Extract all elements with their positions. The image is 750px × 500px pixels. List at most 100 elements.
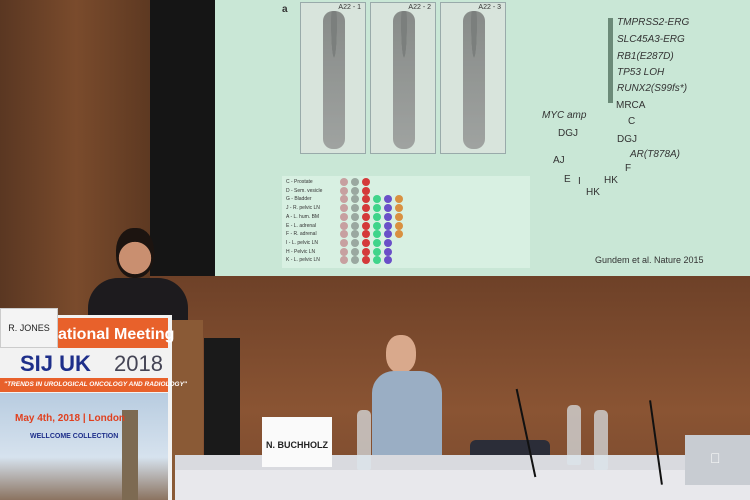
bubble-dot [340,230,348,239]
bubble-dot [351,195,359,204]
laptop [685,435,750,485]
bubble-dot [340,247,348,256]
tree-label: DGJ [617,134,637,145]
banner-date: May 4th, 2018 | London [15,413,126,424]
tree-label: F [625,163,632,174]
bubble-dot [340,178,348,186]
tree-gene: SLC45A3-ERG [617,34,685,45]
bubble-dot [362,238,370,247]
tree-label: AJ [553,155,565,166]
table-row-label: F - R. adrenal [286,231,317,238]
bubble-dot [351,212,359,221]
bubble-dot [362,256,370,265]
bubble-dot [362,247,370,256]
bone-scan-3: A22 - 3 [440,2,506,154]
bubble-dot [384,221,392,230]
table-row-label: K - L. pelvic LN [286,257,320,264]
tree-label: AR(T878A) [630,149,681,160]
bubble-dot [373,247,381,256]
tree-label: MRCA [616,100,646,111]
table-row-label: I - L. pelvic LN [286,239,318,246]
bubble-dot [395,230,403,239]
bubble-dot [362,186,370,195]
phylogenetic-tree-trunk [608,18,613,103]
seated-panelist [372,335,442,455]
bubble-dot [351,238,359,247]
table-row-label: J - R. pelvic LN [286,205,320,212]
bubble-dot [340,204,348,213]
bubble-dot [362,221,370,230]
bubble-dot [384,247,392,256]
bubble-dot [384,204,392,213]
bubble-dot [362,212,370,221]
scan-label: A22 - 2 [408,4,431,11]
screen-frame [150,0,220,280]
bubble-dot [373,204,381,213]
bubble-dot [351,247,359,256]
bone-scan-1: A22 - 1 [300,2,366,154]
banner-venue: WELLCOME COLLECTION [30,433,119,440]
bone-scan-2: A22 - 2 [370,2,436,154]
bubble-dot [384,195,392,204]
bubble-dot [373,238,381,247]
tree-label: C [628,116,636,127]
bubble-dot [351,204,359,213]
bubble-dot [373,221,381,230]
bubble-dot [395,204,403,213]
scan-label: A22 - 3 [478,4,501,11]
tree-gene: TMPRSS2-ERG [617,17,690,28]
bubble-dot [351,186,359,195]
bubble-dot [395,195,403,204]
bubble-dot [340,212,348,221]
bubble-dot [395,221,403,230]
water-bottle [357,410,371,470]
table-row-label: G - Bladder [286,196,312,203]
bubble-dot [362,204,370,213]
table-row-label: D - Sem. vesicle [286,187,323,194]
tree-gene: RB1(E287D) [617,51,674,62]
tree-label: I [578,176,581,187]
tree-gene: TP53 LOH [617,67,665,78]
big-ben-image [122,410,138,500]
tree-label: DGJ [558,128,578,139]
confidence-monitor [204,338,240,458]
banner-tagline: "TRENDS IN UROLOGICAL ONCOLOGY AND RADIO… [0,378,187,392]
tree-label: HK [586,187,600,198]
tree-gene: RUNX2(S99fs*) [617,83,688,94]
speaker-person [88,228,188,328]
water-bottle [594,410,608,470]
banner-title: SIJ UK [20,351,91,376]
bubble-dot [362,178,370,186]
bubble-dot [384,230,392,239]
bubble-dot [340,195,348,204]
bubble-dot [384,212,392,221]
bubble-dot [373,195,381,204]
tree-label: MYC amp [542,110,587,121]
bubble-dot [340,186,348,195]
banner-year: 2018 [114,351,163,376]
bubble-dot [340,256,348,265]
london-skyline-image [0,393,168,500]
bubble-dot [362,195,370,204]
table-row-label: H - Pelvic LN [286,248,316,255]
bubble-dot [384,238,392,247]
bubble-dot [351,256,359,265]
tree-label: E [564,174,571,185]
table-front [175,470,750,500]
bubble-dot [351,178,359,186]
table-row-label: E - L. adrenal [286,222,317,229]
water-bottle [567,405,581,465]
bubble-dot [384,256,392,265]
bubble-dot [373,256,381,265]
panel-letter: a [282,4,288,15]
table-row-label: C - Prostate [286,179,313,185]
bubble-dot [395,212,403,221]
speaker-nameplate: R. JONES [0,308,58,348]
scan-label: A22 - 1 [338,4,361,11]
bubble-dot [373,212,381,221]
bubble-dot [340,238,348,247]
tree-label: HK [604,175,618,186]
bubble-dot [340,221,348,230]
apple-logo-icon:  [710,450,721,466]
